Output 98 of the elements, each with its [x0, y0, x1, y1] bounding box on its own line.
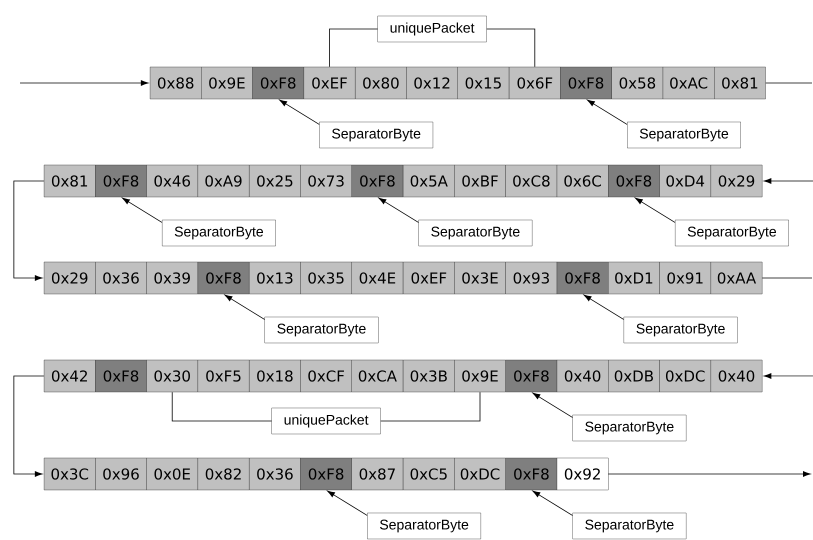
label-box: SeparatorByte [674, 220, 789, 246]
arrow [608, 471, 811, 477]
leader-line [224, 294, 265, 320]
leader-line [635, 198, 676, 223]
byte-cell: 0xCA [352, 360, 404, 392]
arrow [13, 180, 44, 281]
bracket-line [380, 392, 480, 422]
byte-cell: 0xD1 [608, 262, 660, 294]
byte-cell: 0x40 [710, 360, 762, 392]
byte-cell: 0xF8 [352, 164, 404, 198]
byte-cell: 0x3C [44, 458, 96, 490]
byte-cell: 0xC8 [506, 164, 558, 198]
byte-cell: 0xF8 [95, 360, 147, 392]
arrow [20, 80, 148, 86]
byte-cell: 0x25 [249, 164, 301, 198]
label-box: SeparatorByte [627, 122, 741, 148]
byte-cell: 0x82 [198, 458, 250, 490]
leader-line [279, 100, 320, 125]
byte-cell: 0x39 [146, 262, 198, 294]
byte-cell: 0x29 [44, 262, 96, 294]
byte-cell: 0x35 [300, 262, 352, 294]
byte-cell: 0xEF [304, 66, 356, 100]
byte-cell: 0x6C [556, 164, 608, 198]
byte-cell: 0x9E [201, 66, 253, 100]
byte-cell: 0x0E [146, 458, 198, 490]
byte-cell: 0xF8 [300, 458, 352, 490]
arrow [13, 376, 44, 477]
byte-cell: 0xDC [659, 360, 712, 392]
byte-cell: 0x88 [150, 66, 202, 100]
byte-cell: 0xF8 [556, 262, 608, 294]
leader-line [532, 490, 573, 516]
byte-cell: 0xBF [454, 164, 506, 198]
byte-cell: 0x93 [506, 262, 558, 294]
byte-cell: 0xAA [710, 262, 762, 294]
byte-cell: 0x18 [249, 360, 301, 392]
label-box: SeparatorByte [162, 220, 276, 246]
byte-cell: 0x3E [454, 262, 506, 294]
byte-cell: 0x46 [146, 164, 198, 198]
byte-cell: 0x9E [454, 360, 506, 392]
byte-cell: 0x81 [714, 66, 766, 100]
byte-cell: 0x36 [249, 458, 301, 490]
leader-line [378, 198, 419, 223]
byte-cell: 0xF8 [252, 66, 304, 100]
byte-cell: 0x58 [612, 66, 664, 100]
byte-cell: 0x4E [352, 262, 404, 294]
byte-cell: 0xF8 [506, 458, 558, 490]
byte-cell: 0x13 [249, 262, 301, 294]
byte-cell: 0xDC [454, 458, 506, 490]
label-box: uniquePacket [272, 408, 381, 434]
label-box: SeparatorByte [319, 122, 434, 148]
label-box: SeparatorByte [572, 414, 686, 442]
leader-line [587, 100, 628, 125]
label-box: SeparatorByte [624, 316, 738, 344]
byte-cell: 0x3B [402, 360, 455, 392]
byte-cell: 0xC5 [402, 458, 455, 490]
byte-cell: 0xD4 [659, 164, 712, 198]
byte-cell: 0xAC [662, 66, 714, 100]
leader-line [327, 490, 368, 516]
byte-cell: 0x73 [300, 164, 352, 198]
byte-cell: 0x80 [355, 66, 407, 100]
byte-cell: 0xF8 [198, 262, 250, 294]
label-box: SeparatorByte [367, 512, 482, 540]
bracket-line [329, 28, 378, 68]
byte-cell: 0x5A [402, 164, 455, 198]
byte-cell: 0xF5 [198, 360, 250, 392]
byte-cell: 0xA9 [198, 164, 250, 198]
byte-cell: 0x92 [556, 458, 608, 490]
label-box: uniquePacket [377, 16, 487, 42]
label-box: SeparatorByte [418, 220, 532, 246]
bracket-line [486, 28, 536, 68]
byte-cell: 0xDB [608, 360, 660, 392]
label-box: SeparatorByte [264, 316, 378, 344]
bracket-line [172, 392, 272, 422]
byte-cell: 0x81 [44, 164, 96, 198]
byte-cell: 0x29 [710, 164, 762, 198]
label-box: SeparatorByte [572, 512, 686, 540]
leader-line [122, 198, 162, 223]
byte-cell: 0x96 [95, 458, 147, 490]
byte-cell: 0x36 [95, 262, 147, 294]
byte-cell: 0xF8 [506, 360, 558, 392]
arrow [764, 178, 813, 184]
leader-line [532, 392, 573, 418]
byte-cell: 0x87 [352, 458, 404, 490]
byte-cell: 0x91 [659, 262, 712, 294]
byte-cell: 0x30 [146, 360, 198, 392]
connector-line [765, 82, 812, 84]
byte-cell: 0xF8 [608, 164, 660, 198]
byte-cell: 0xEF [402, 262, 455, 294]
arrow [764, 373, 813, 379]
byte-cell: 0x15 [458, 66, 510, 100]
byte-cell: 0x12 [406, 66, 458, 100]
byte-cell: 0xCF [300, 360, 352, 392]
byte-cell: 0xF8 [95, 164, 147, 198]
byte-cell: 0x42 [44, 360, 96, 392]
byte-cell: 0x40 [556, 360, 608, 392]
byte-cell: 0xF8 [560, 66, 612, 100]
byte-cell: 0x6F [508, 66, 561, 100]
leader-line [584, 294, 624, 320]
